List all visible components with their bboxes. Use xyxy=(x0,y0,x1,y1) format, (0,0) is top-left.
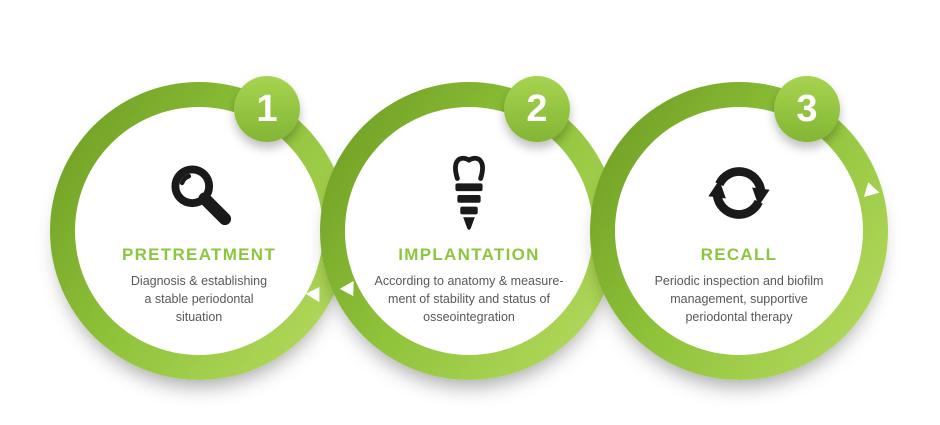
step-pretreatment: 1 PRETREATMENT Diagnosis & establishing … xyxy=(50,76,348,380)
step-ring xyxy=(50,82,348,380)
step-description: According to anatomy & measure- ment of … xyxy=(374,274,564,324)
step-number-badge: 3 xyxy=(774,76,840,142)
step-title: IMPLANTATION xyxy=(398,245,540,264)
dental-implant-icon xyxy=(438,151,500,235)
step-description: Periodic inspection and biofilm manageme… xyxy=(654,274,824,324)
step-content: PRETREATMENT Diagnosis & establishing a … xyxy=(75,107,323,355)
step-number-badge: 2 xyxy=(504,76,570,142)
magnifier-icon xyxy=(163,151,235,235)
step-number-badge: 1 xyxy=(234,76,300,142)
step-number: 2 xyxy=(526,87,548,130)
recall-cycle-icon xyxy=(704,151,774,235)
step-description: Diagnosis & establishing a stable period… xyxy=(130,274,268,324)
step-number: 1 xyxy=(256,87,278,130)
step-ring xyxy=(320,82,618,380)
step-implantation: 2 IMPLANTATION According to anatomy & me… xyxy=(320,76,618,380)
step-ring xyxy=(590,82,888,380)
step-recall: 3 RECALL Periodic inspection and biofilm… xyxy=(590,76,888,380)
step-content: IMPLANTATION According to anatomy & meas… xyxy=(345,107,593,355)
step-title: RECALL xyxy=(700,245,778,264)
step-number: 3 xyxy=(796,87,818,130)
step-title: PRETREATMENT xyxy=(121,245,277,264)
step-content: RECALL Periodic inspection and biofilm m… xyxy=(615,107,863,355)
